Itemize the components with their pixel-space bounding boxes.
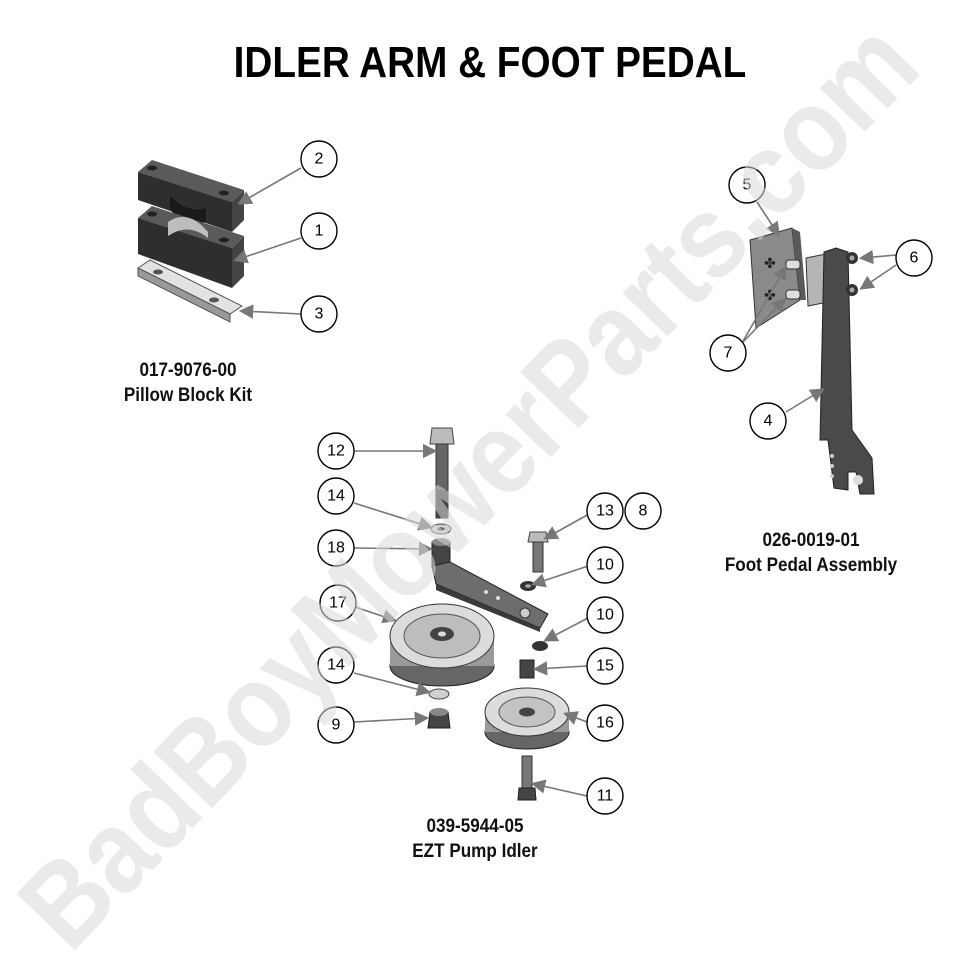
page-title: IDLER ARM & FOOT PEDAL: [233, 38, 747, 87]
bolt-11: [517, 755, 537, 801]
callout-17: 17: [319, 584, 357, 622]
idler-arm: [431, 561, 549, 632]
callout-11: 11: [586, 777, 624, 815]
nut-10-lower: [532, 641, 548, 651]
callout-5: 5: [728, 166, 766, 204]
svg-text:10: 10: [596, 557, 614, 574]
svg-text:3: 3: [315, 306, 324, 323]
callout-6: 6: [895, 239, 933, 277]
pillow-block-kit-drawing: [137, 160, 244, 323]
foot-pedal-assembly-drawing: ✤ ✤: [749, 227, 875, 495]
pillow-block-plate: [137, 259, 243, 323]
pulley-17: [389, 603, 495, 687]
svg-text:✤: ✤: [764, 256, 776, 272]
pedal-nuts: [846, 252, 858, 296]
pulley-16: [484, 687, 570, 750]
svg-text:1: 1: [315, 223, 324, 240]
callout-4: 4: [749, 402, 787, 440]
washer-lower: [428, 688, 450, 700]
foot-pedal-assembly-caption: 026-0019-01 Foot Pedal Assembly: [717, 528, 906, 578]
svg-text:18: 18: [327, 540, 345, 557]
callout-7: 7: [709, 334, 747, 372]
ezt-pump-idler-drawing: [389, 427, 570, 801]
ezt-pump-idler-name: EZT Pump Idler: [412, 841, 538, 862]
ezt-pump-idler-caption: 039-5944-05 EZT Pump Idler: [394, 814, 556, 864]
svg-text:15: 15: [596, 658, 614, 675]
callout-2: 2: [300, 140, 338, 178]
long-bolt: [429, 427, 455, 519]
spacer-15: [519, 659, 535, 679]
callout-16: 16: [586, 704, 624, 742]
pillow-block-bottom: [138, 206, 244, 288]
callout-3: 3: [300, 295, 338, 333]
pillow-block-top: [138, 160, 244, 232]
callout-12: 12: [317, 432, 355, 470]
callout-1: 1: [300, 212, 338, 250]
svg-text:4: 4: [764, 413, 773, 430]
callout-10-lower: 10: [586, 596, 624, 634]
nut-9: [427, 708, 451, 729]
svg-text:14: 14: [327, 488, 345, 505]
svg-text:13: 13: [596, 503, 614, 520]
svg-text:8: 8: [639, 503, 648, 520]
callout-14-lower: 14: [317, 646, 355, 684]
foot-pedal-assembly-name: Foot Pedal Assembly: [724, 555, 898, 576]
foot-pedal-arm: [819, 247, 875, 495]
foot-pedal-assembly-part-number: 026-0019-01: [762, 530, 860, 551]
svg-text:17: 17: [329, 595, 347, 612]
svg-text:6: 6: [910, 250, 919, 267]
svg-text:2: 2: [315, 151, 324, 168]
callout-15: 15: [586, 647, 624, 685]
pillow-block-kit-name: Pillow Block Kit: [123, 385, 253, 406]
callout-10-upper: 10: [586, 546, 624, 584]
pillow-block-kit-caption: 017-9076-00 Pillow Block Kit: [107, 358, 269, 408]
svg-text:10: 10: [596, 607, 614, 624]
svg-text:9: 9: [332, 717, 341, 734]
svg-text:11: 11: [597, 788, 614, 805]
pillow-block-kit-part-number: 017-9076-00: [139, 360, 237, 381]
leader-lines: [232, 167, 897, 797]
svg-text:12: 12: [327, 443, 345, 460]
callout-14-top: 14: [317, 477, 355, 515]
ezt-pump-idler-part-number: 039-5944-05: [426, 816, 524, 837]
svg-text:14: 14: [327, 657, 345, 674]
svg-text:7: 7: [724, 345, 733, 362]
svg-text:5: 5: [743, 177, 752, 194]
callout-8: 8: [624, 492, 662, 530]
callout-9: 9: [317, 706, 355, 744]
short-bolt-13: [520, 531, 549, 591]
svg-text:16: 16: [596, 715, 614, 732]
callout-18: 18: [317, 529, 355, 567]
callout-13: 13: [586, 492, 624, 530]
